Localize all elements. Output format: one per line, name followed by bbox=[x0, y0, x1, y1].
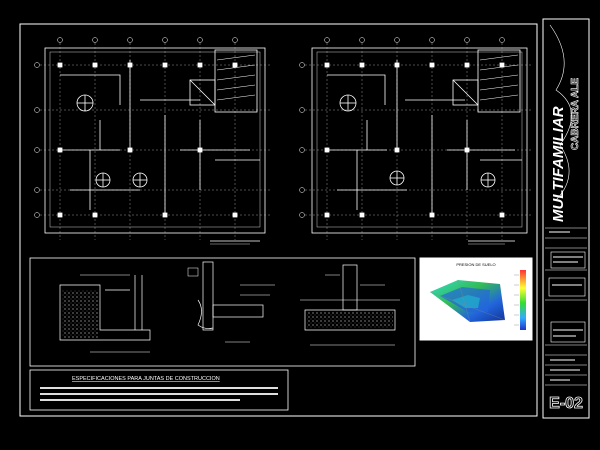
floor-plan-right bbox=[299, 37, 532, 245]
specs-title: ESPECIFICACIONES PARA JUNTAS DE CONSTRUC… bbox=[72, 376, 220, 382]
soil-pressure-panel: PRESION DE SUELO bbox=[419, 257, 533, 341]
sheet-number: E-02 bbox=[549, 395, 583, 412]
specifications-box: ESPECIFICACIONES PARA JUNTAS DE CONSTRUC… bbox=[29, 369, 289, 411]
details-frame bbox=[29, 257, 416, 367]
title-block: MULTIFAMILIAR CABRERA ALE bbox=[545, 24, 587, 412]
title-block-border bbox=[542, 18, 590, 419]
sheet-border bbox=[19, 23, 538, 417]
sheet-subtitle: CABRERA ALE bbox=[570, 78, 581, 150]
sheet-title: MULTIFAMILIAR bbox=[550, 106, 567, 222]
footing-detail bbox=[300, 264, 400, 346]
floor-plan-left bbox=[34, 37, 270, 245]
wall-joint-detail bbox=[187, 261, 275, 343]
chart-title: PRESION DE SUELO bbox=[456, 262, 495, 267]
foundation-detail-1 bbox=[59, 274, 151, 353]
